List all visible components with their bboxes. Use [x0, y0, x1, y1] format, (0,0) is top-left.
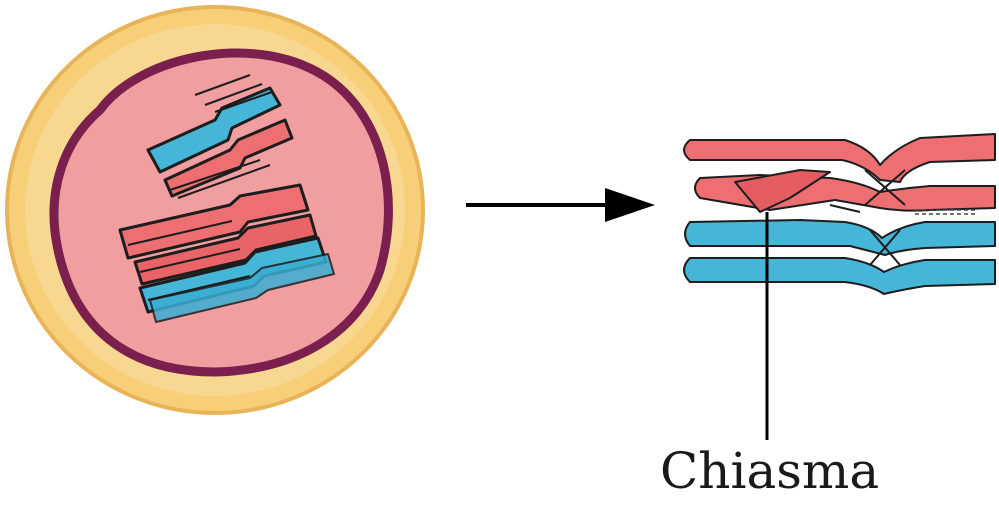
arrow-head — [605, 188, 655, 222]
crossed-chromosomes — [684, 134, 995, 294]
process-arrow — [466, 188, 655, 222]
cell — [7, 7, 423, 413]
blue-chromatid-top — [685, 220, 995, 255]
red-chromatid-top — [684, 134, 995, 182]
chiasma-label: Chiasma — [660, 442, 879, 500]
centromere-hatching — [915, 210, 975, 214]
blue-chromatid-bottom — [684, 258, 995, 294]
